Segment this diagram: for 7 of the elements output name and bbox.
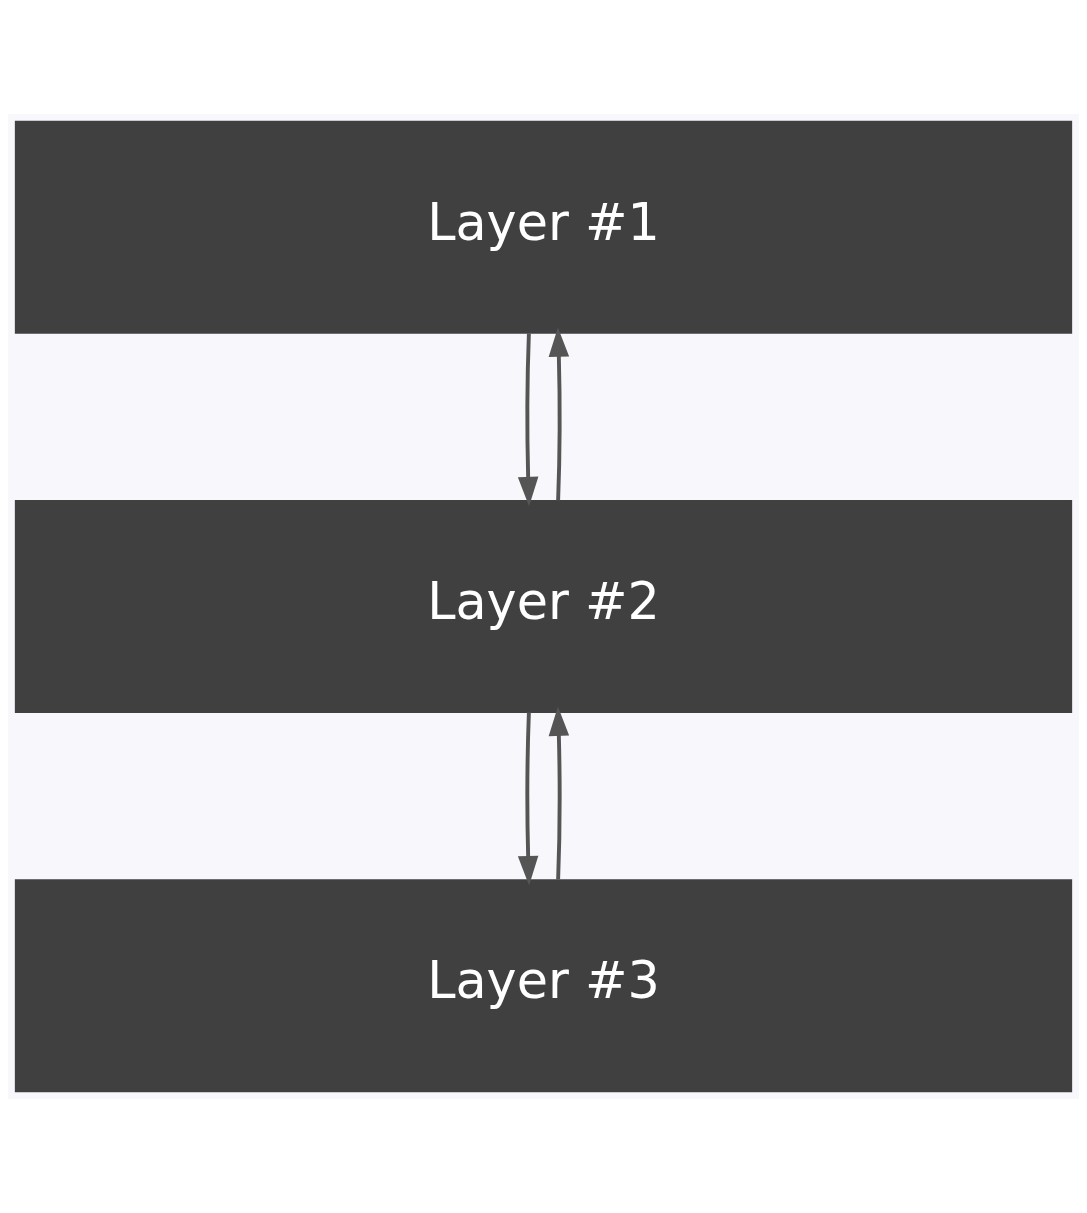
arrow: [548, 327, 570, 501]
arrow: [517, 712, 539, 886]
node-box: Layer #3: [14, 879, 1073, 1093]
node-box: Layer #1: [14, 120, 1073, 334]
arrow: [548, 706, 570, 880]
arrow: [517, 333, 539, 507]
node-box: Layer #2: [14, 500, 1073, 713]
